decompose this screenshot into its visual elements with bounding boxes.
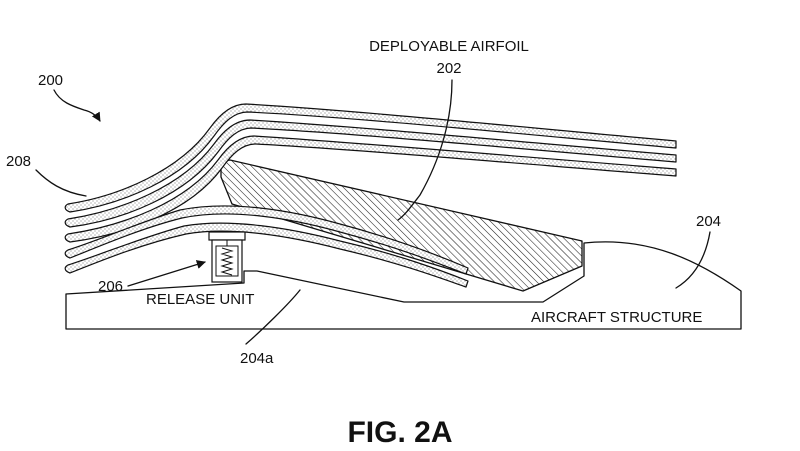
release-unit bbox=[208, 231, 246, 283]
leader-204a bbox=[245, 289, 301, 345]
leader-204 bbox=[675, 231, 711, 289]
flex-member-2 bbox=[64, 119, 677, 228]
deployable-airfoil bbox=[220, 159, 583, 292]
label-ref-204: 204 bbox=[696, 213, 721, 230]
flex-member-5 bbox=[64, 222, 469, 288]
leader-200 bbox=[53, 89, 101, 122]
label-ref-200: 200 bbox=[38, 72, 63, 89]
flex-member-4 bbox=[64, 205, 469, 275]
label-release-unit: RELEASE UNIT bbox=[146, 291, 254, 308]
label-ref-204a: 204a bbox=[240, 350, 274, 367]
label-ref-208: 208 bbox=[6, 153, 31, 170]
release-spring bbox=[220, 247, 234, 276]
leader-208 bbox=[35, 169, 87, 197]
label-aircraft-structure: AIRCRAFT STRUCTURE bbox=[531, 309, 702, 326]
figure-caption: FIG. 2A bbox=[347, 416, 452, 449]
leader-202 bbox=[397, 79, 453, 221]
aircraft-structure bbox=[65, 241, 742, 330]
label-ref-202: 202 bbox=[436, 60, 461, 77]
label-ref-206: 206 bbox=[98, 278, 123, 295]
label-airfoil-name: DEPLOYABLE AIRFOIL bbox=[369, 38, 529, 55]
leader-206 bbox=[127, 260, 206, 287]
flex-member-1 bbox=[64, 103, 677, 213]
